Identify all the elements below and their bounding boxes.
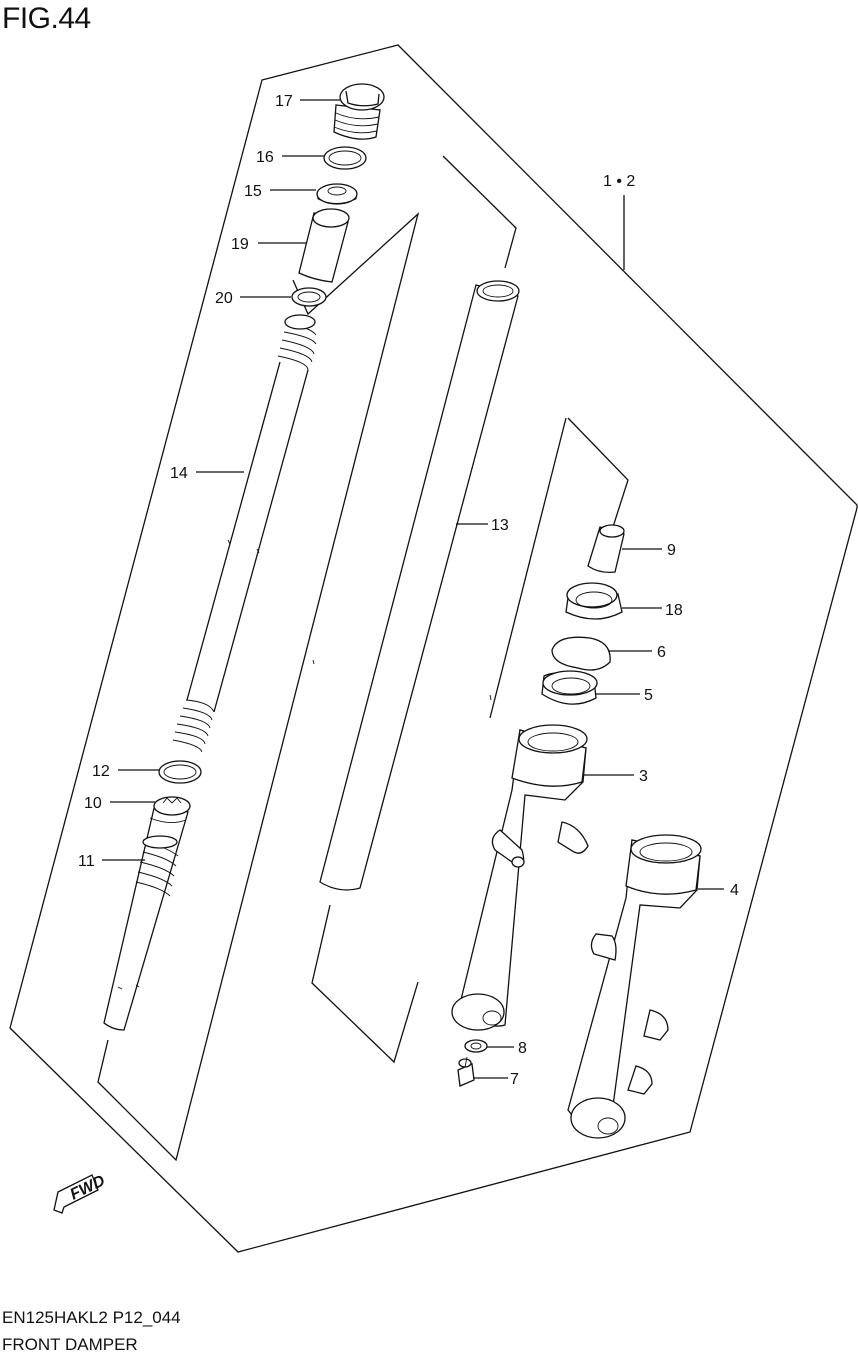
washer-part-15 [316,183,358,205]
assembly-outline [9,44,858,1253]
callout-13: 13 [491,517,509,534]
callout-19: 19 [231,236,249,253]
callout-17: 17 [275,93,293,110]
callout-1-2: 1 • 2 [603,173,635,190]
dust-seal-part-18 [565,582,623,620]
callout-leaders [102,99,724,1079]
gasket-part-8 [464,1039,488,1053]
stopper-ring-part-6 [551,636,611,671]
callout-5: 5 [644,687,653,704]
fork-spring-part-14 [172,314,317,753]
callout-7: 7 [510,1071,519,1088]
inner-tube-group-outline [442,155,517,269]
outer-tube-part-4 [567,834,702,1139]
callout-6: 6 [657,644,666,661]
o-ring-part-16 [323,146,367,170]
outer-tube-part-3 [451,724,589,1031]
callout-labels: 17 16 15 19 20 14 12 10 11 13 1 • 2 9 18… [78,93,739,1088]
washer-part-20 [291,287,327,307]
callout-4: 4 [730,882,739,899]
callout-10: 10 [84,795,102,812]
callout-20: 20 [215,290,233,307]
damper-rod-part-10 [103,796,191,1031]
callout-11: 11 [78,853,95,870]
cap-bolt-part-17 [333,83,385,140]
rebound-spring-part-11 [135,835,179,897]
spacer-part-19 [298,208,350,283]
figure-title: FIG.44 [2,2,91,35]
callout-14: 14 [170,465,188,482]
bolt-part-7 [457,1056,475,1087]
callout-12: 12 [92,763,110,780]
callout-8: 8 [518,1040,527,1057]
section-name: FRONT DAMPER [2,1335,138,1354]
dust-seal-part-9 [587,524,625,574]
seal-group-outline [567,417,629,531]
callout-16: 16 [256,149,274,166]
inner-tube-part-13 [312,280,520,891]
callout-15: 15 [244,183,262,200]
callout-18: 18 [665,602,683,619]
oil-seal-part-5 [541,670,598,705]
inner-tube-group-outline-lower [311,904,419,1064]
model-code: EN125HAKL2 P12_044 [2,1308,181,1327]
circlip-part-12 [158,760,202,784]
callout-3: 3 [639,768,648,785]
seal-group-outline-left [489,417,567,719]
callout-9: 9 [667,542,676,559]
damper-group-outline [97,212,420,1162]
fwd-direction-arrow: FWD [53,1172,108,1214]
